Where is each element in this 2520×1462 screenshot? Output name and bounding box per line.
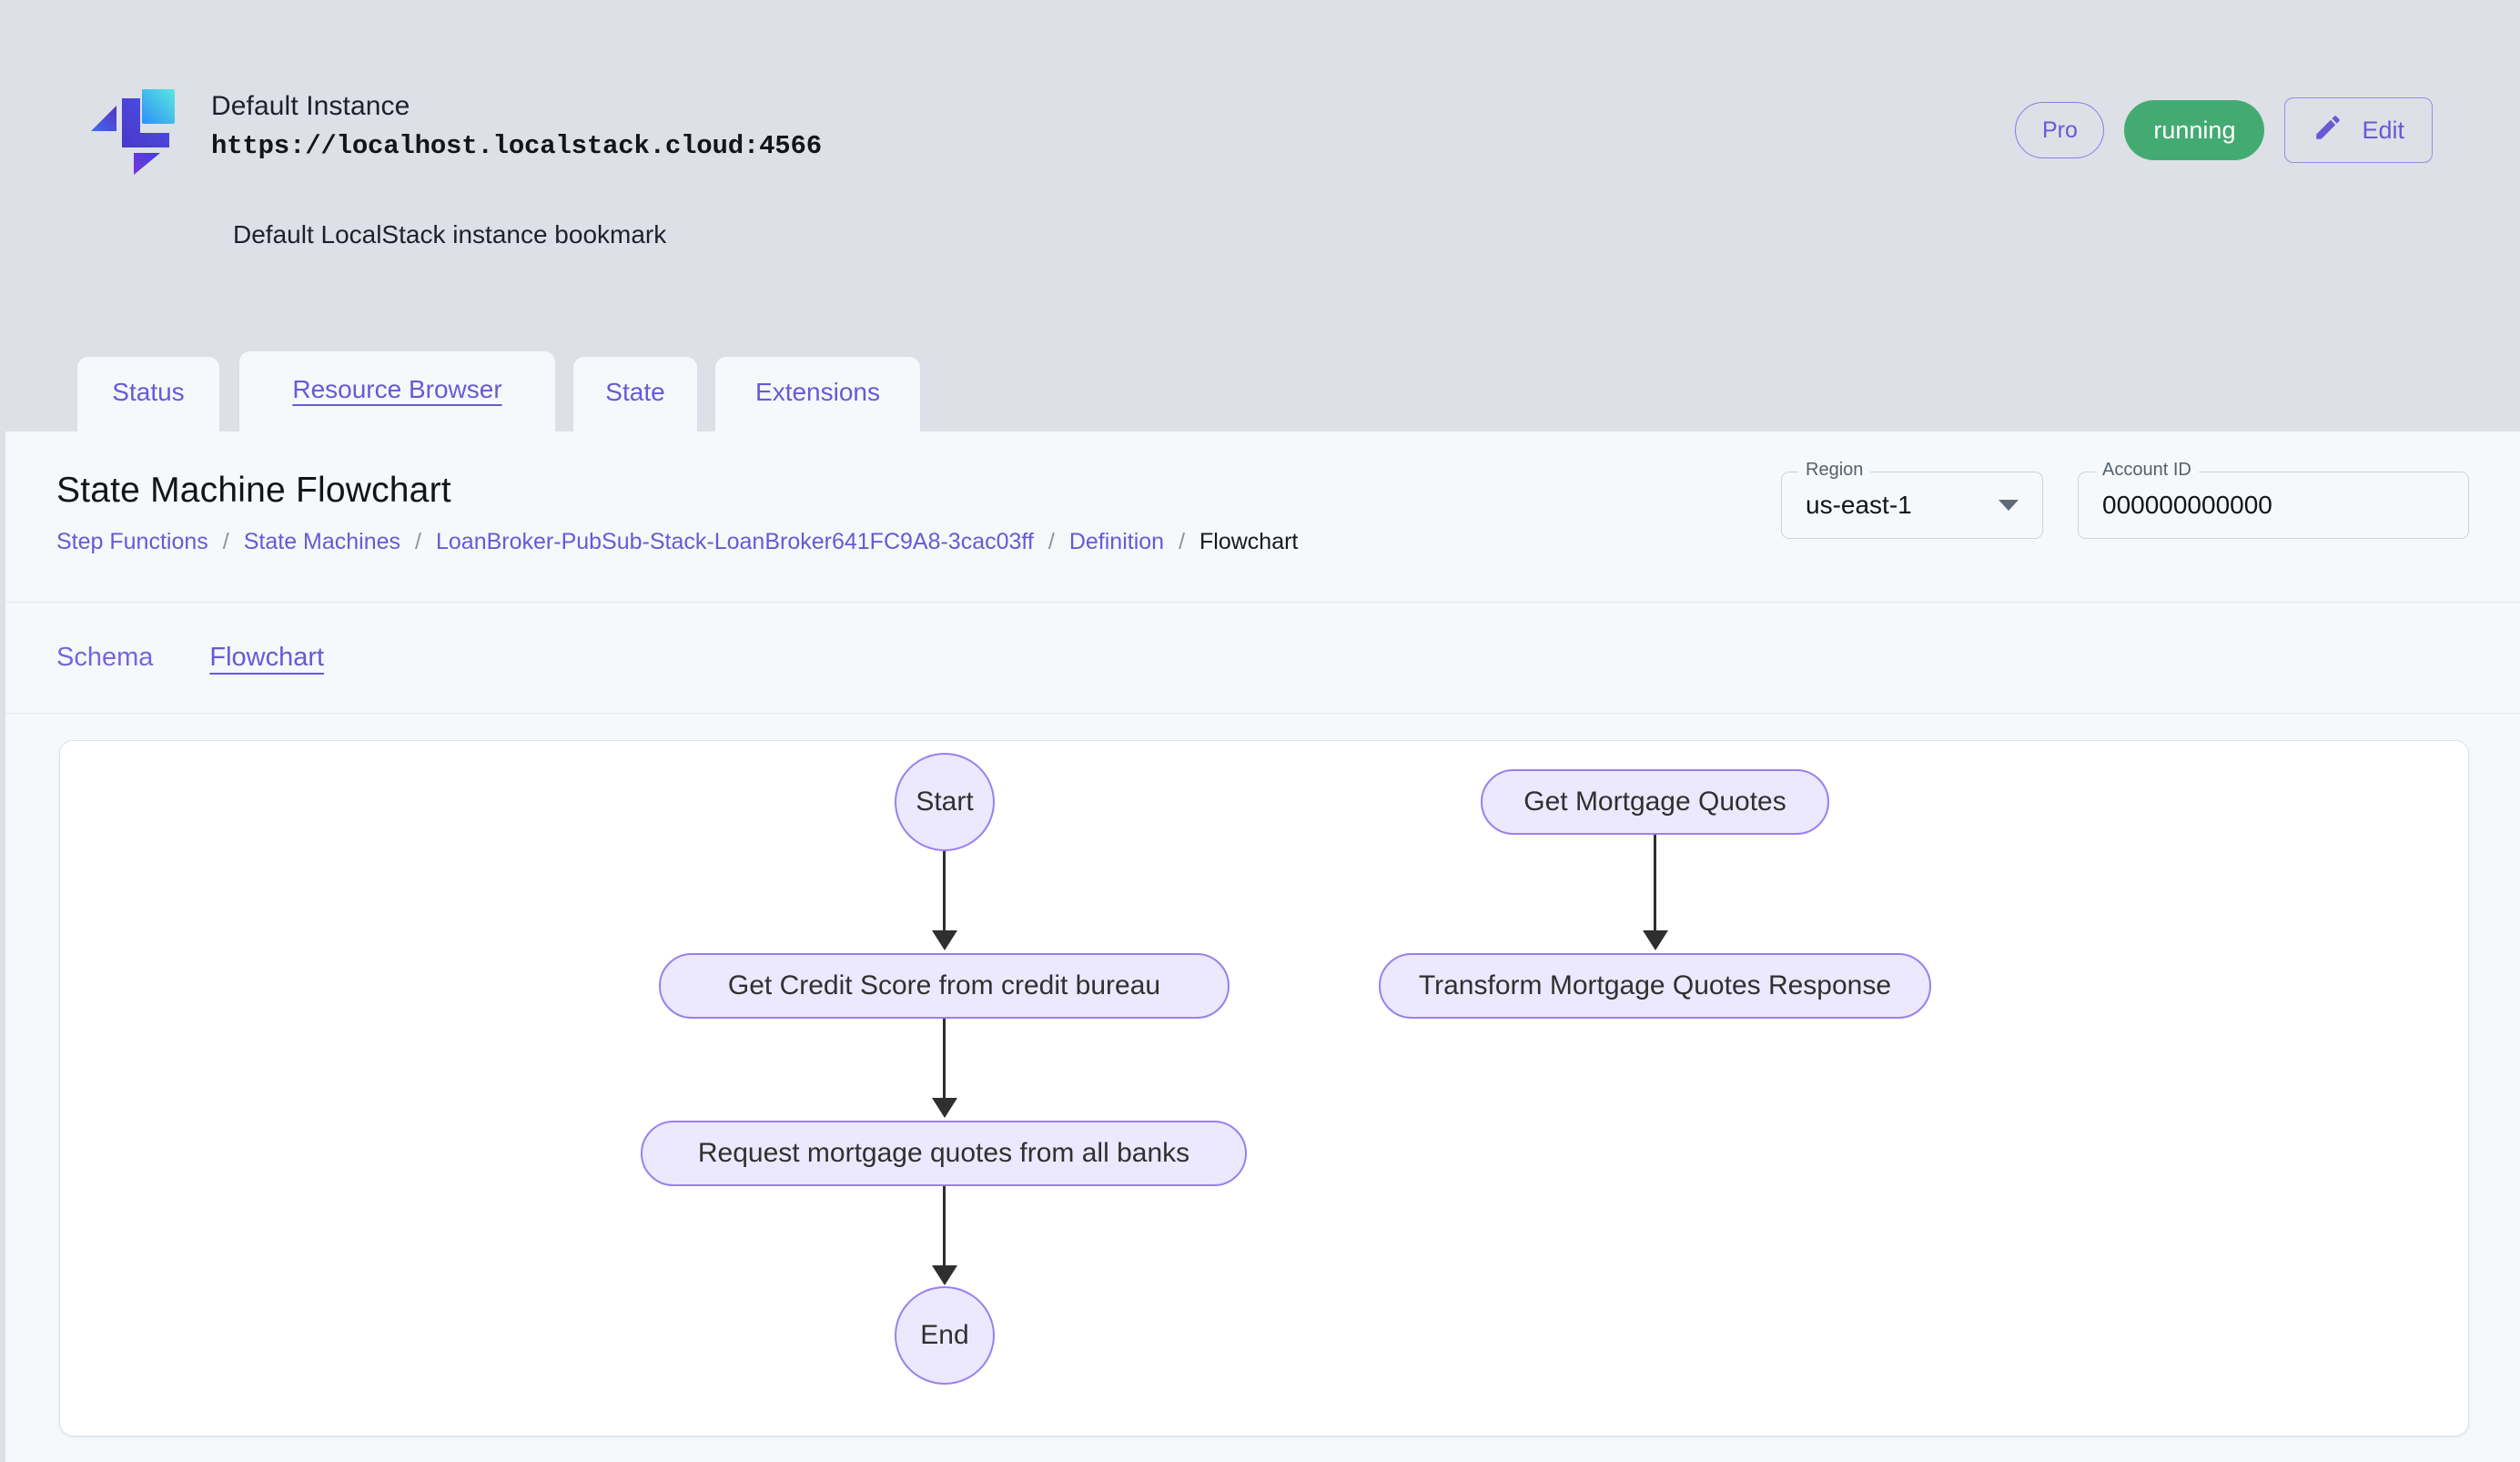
flow-node-start[interactable]: Start bbox=[895, 753, 995, 851]
flowchart-card: Start Get Credit Score from credit burea… bbox=[60, 741, 2468, 1436]
page-header: State Machine Flowchart Step Functions /… bbox=[5, 431, 2520, 603]
breadcrumb-item-definition[interactable]: Definition bbox=[1068, 529, 1165, 554]
edit-button-label: Edit bbox=[2362, 116, 2404, 144]
header-actions: Pro running Edit bbox=[2015, 97, 2433, 163]
flow-node-get-mortgage-quotes[interactable]: Get Mortgage Quotes bbox=[1481, 769, 1829, 835]
flowchart-canvas[interactable]: Start Get Credit Score from credit burea… bbox=[60, 741, 2468, 1436]
flow-node-request-quotes-label: Request mortgage quotes from all banks bbox=[697, 1138, 1190, 1168]
instance-meta: Default Instance https://localhost.local… bbox=[211, 80, 822, 161]
flow-edge-start-credit bbox=[943, 851, 946, 933]
tab-status[interactable]: Status bbox=[77, 357, 219, 431]
instance-name: Default Instance bbox=[211, 91, 410, 121]
flow-edge-getquotes-transform bbox=[1654, 835, 1656, 933]
flow-node-end[interactable]: End bbox=[895, 1286, 995, 1385]
breadcrumb: Step Functions / State Machines / LoanBr… bbox=[56, 529, 1298, 555]
tab-resource-browser[interactable]: Resource Browser bbox=[239, 351, 555, 431]
flow-node-transform-response[interactable]: Transform Mortgage Quotes Response bbox=[1379, 953, 1931, 1019]
subtab-schema[interactable]: Schema bbox=[56, 643, 154, 672]
localstack-logo-icon bbox=[87, 80, 182, 175]
account-id-field[interactable]: Account ID 000000000000 bbox=[2078, 461, 2469, 539]
edit-button[interactable]: Edit bbox=[2284, 97, 2433, 163]
flow-node-get-credit-score[interactable]: Get Credit Score from credit bureau bbox=[659, 953, 1230, 1019]
account-id-value: 000000000000 bbox=[2102, 491, 2272, 519]
brand-row: Default Instance https://localhost.local… bbox=[87, 80, 822, 175]
flow-node-get-credit-score-label: Get Credit Score from credit bureau bbox=[727, 970, 1161, 1000]
status-badge: running bbox=[2124, 100, 2265, 160]
tab-status-label: Status bbox=[112, 378, 185, 406]
page-title: State Machine Flowchart bbox=[56, 471, 451, 510]
region-value: us-east-1 bbox=[1806, 491, 1912, 519]
tab-state-label: State bbox=[605, 378, 665, 406]
flow-edge-credit-request bbox=[943, 1019, 946, 1101]
app-header: Default Instance https://localhost.local… bbox=[0, 0, 2520, 346]
subtab-flowchart[interactable]: Flowchart bbox=[209, 643, 325, 672]
account-id-label: Account ID bbox=[2095, 461, 2199, 479]
flow-edge-arrow bbox=[1643, 930, 1668, 950]
flow-edge-arrow bbox=[932, 1265, 957, 1285]
pro-badge[interactable]: Pro bbox=[2015, 102, 2105, 158]
tab-extensions-label: Extensions bbox=[755, 378, 880, 406]
breadcrumb-item-state-machines[interactable]: State Machines bbox=[243, 529, 401, 554]
filter-fields: Region us-east-1 Account ID 000000000000 bbox=[1781, 461, 2469, 539]
flow-node-get-mortgage-quotes-label: Get Mortgage Quotes bbox=[1523, 787, 1786, 817]
flow-edge-arrow bbox=[932, 1098, 957, 1118]
flow-node-transform-response-label: Transform Mortgage Quotes Response bbox=[1418, 970, 1892, 1000]
pencil-icon bbox=[2313, 112, 2343, 149]
tab-resource-browser-label: Resource Browser bbox=[292, 375, 502, 403]
breadcrumb-item-flowchart: Flowchart bbox=[1199, 529, 1299, 554]
region-label: Region bbox=[1798, 461, 1871, 479]
flow-node-request-quotes[interactable]: Request mortgage quotes from all banks bbox=[641, 1121, 1247, 1186]
breadcrumb-separator: / bbox=[222, 529, 229, 554]
tab-extensions[interactable]: Extensions bbox=[715, 357, 920, 431]
instance-endpoint: https://localhost.localstack.cloud:4566 bbox=[211, 130, 822, 161]
flow-edge-request-end bbox=[943, 1186, 946, 1268]
breadcrumb-separator: / bbox=[415, 529, 421, 554]
view-subtabs: Schema Flowchart bbox=[5, 603, 2520, 714]
tab-state[interactable]: State bbox=[573, 357, 697, 431]
region-select[interactable]: Region us-east-1 bbox=[1781, 461, 2043, 539]
breadcrumb-separator: / bbox=[1179, 529, 1186, 554]
flow-node-start-label: Start bbox=[916, 787, 974, 817]
breadcrumb-separator: / bbox=[1047, 529, 1055, 554]
main-tabstrip: Status Resource Browser State Extensions bbox=[0, 351, 2520, 431]
flow-node-end-label: End bbox=[920, 1320, 969, 1350]
content-panel: State Machine Flowchart Step Functions /… bbox=[5, 431, 2520, 1462]
flow-edge-arrow bbox=[932, 930, 957, 950]
instance-description: Default LocalStack instance bookmark bbox=[233, 220, 667, 249]
breadcrumb-item-step-functions[interactable]: Step Functions bbox=[56, 529, 208, 554]
breadcrumb-item-state-machine-name[interactable]: LoanBroker-PubSub-Stack-LoanBroker641FC9… bbox=[436, 529, 1034, 554]
chevron-down-icon[interactable] bbox=[1999, 500, 2019, 511]
